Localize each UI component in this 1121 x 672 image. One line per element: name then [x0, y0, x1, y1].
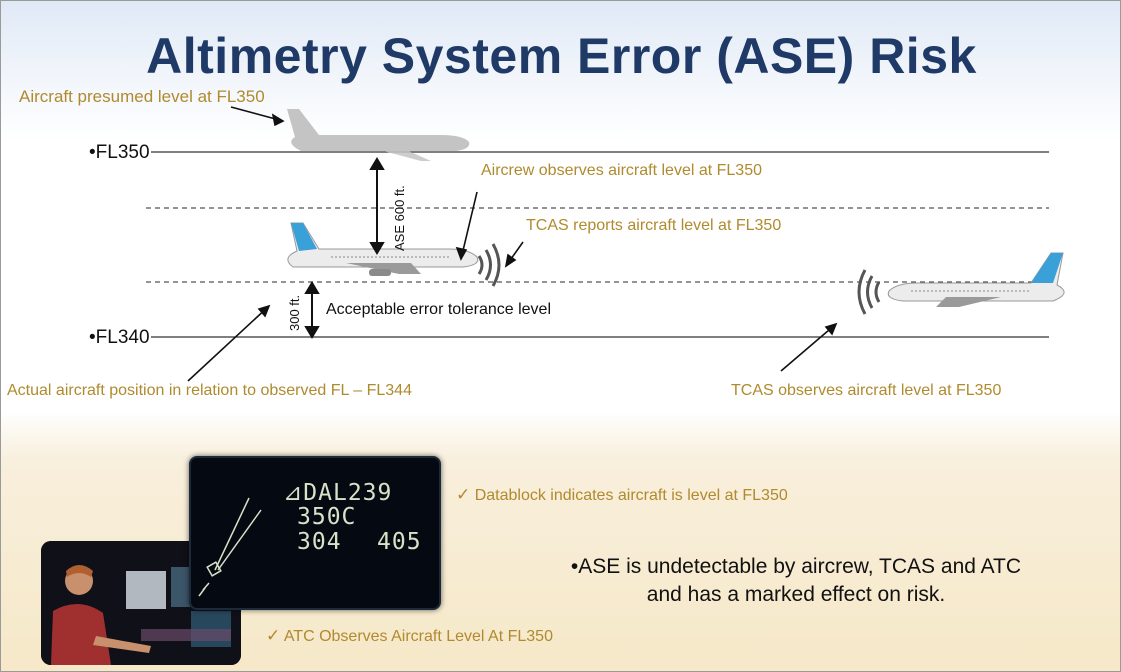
- tcas-signal-right-icon: [857, 269, 881, 315]
- datablock-check-text: Datablock indicates aircraft is level at…: [474, 487, 788, 504]
- aircrew-observes-label: Aircrew observes aircraft level at FL350: [481, 162, 762, 179]
- datablock-callsign: ⊿DAL239: [283, 480, 393, 506]
- ase-600-label: ASE 600 ft.: [392, 185, 407, 251]
- conclusion-line-1: •ASE is undetectable by aircrew, TCAS an…: [570, 555, 1022, 578]
- datablock-altitude: 350C: [297, 504, 357, 530]
- radar-datablock-display: ⊿DAL239 350C 304 405: [189, 456, 441, 610]
- pointer-arrows: [187, 106, 838, 382]
- actual-aircraft-icon: [287, 222, 479, 276]
- datablock-field-b: 405: [377, 529, 422, 555]
- atc-check-text: ATC Observes Aircraft Level At FL350: [283, 628, 553, 645]
- fl340-label: •FL340: [89, 327, 150, 348]
- checkmark-icon: ✓: [456, 485, 471, 504]
- presumed-level-label: Aircraft presumed level at FL350: [19, 87, 265, 106]
- conclusion-line-2: and has a marked effect on risk.: [646, 583, 946, 606]
- atc-check-note: ✓ ATC Observes Aircraft Level At FL350: [266, 626, 553, 646]
- tolerance-300-arrow: [304, 281, 320, 339]
- tolerance-300-label: 300 ft.: [287, 294, 302, 331]
- ase-600-arrow: [369, 157, 385, 255]
- checkmark-icon: ✓: [266, 626, 281, 645]
- tcas-aircraft-icon: [887, 252, 1065, 307]
- slide-title: Altimetry System Error (ASE) Risk: [146, 28, 977, 84]
- acceptable-tolerance-label: Acceptable error tolerance level: [326, 301, 552, 318]
- conclusion-text: •ASE is undetectable by aircrew, TCAS an…: [516, 553, 1076, 609]
- actual-position-label: Actual aircraft position in relation to …: [7, 382, 412, 399]
- tcas-reports-label: TCAS reports aircraft level at FL350: [526, 217, 782, 234]
- ghost-aircraft-icon: [287, 109, 470, 161]
- tcas-signal-left-icon: [477, 243, 501, 287]
- tcas-observes-label: TCAS observes aircraft level at FL350: [731, 382, 1002, 399]
- datablock-check-note: ✓ Datablock indicates aircraft is level …: [456, 485, 788, 505]
- datablock-field-a: 304: [297, 529, 342, 555]
- fl350-label: •FL350: [89, 142, 150, 163]
